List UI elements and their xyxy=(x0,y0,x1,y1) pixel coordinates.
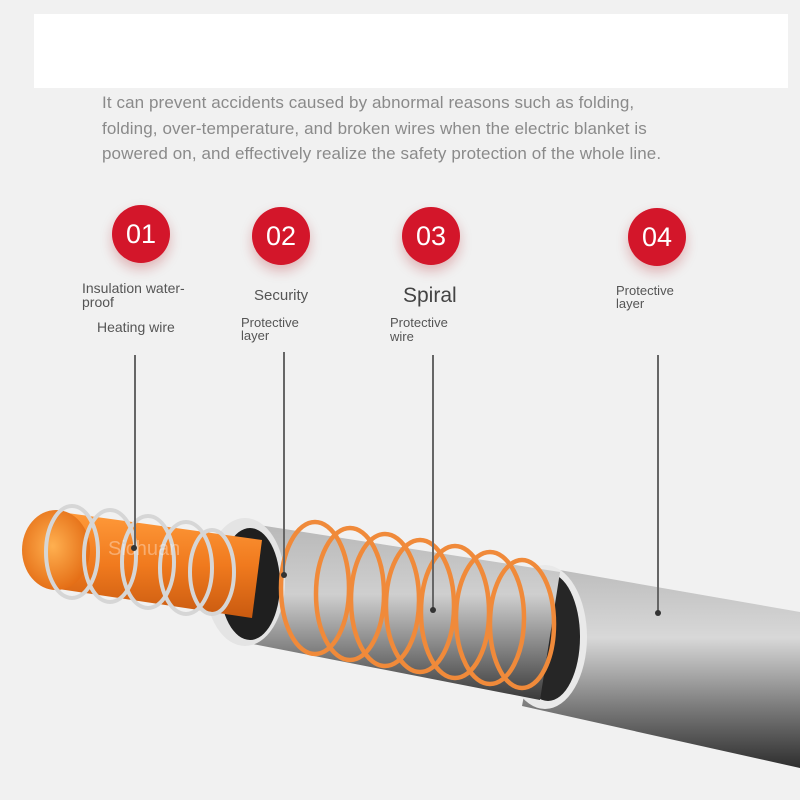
callout-01-label-line3: Heating wire xyxy=(97,319,175,335)
intro-line-3: powered on, and effectively realize the … xyxy=(102,144,662,163)
callout-04-dot xyxy=(655,610,661,616)
callout-02-dot xyxy=(281,572,287,578)
callout-03-label-line2: Protective xyxy=(390,315,448,330)
watermark-text: Sichuan xyxy=(108,538,181,560)
callout-04-leader xyxy=(657,355,659,611)
intro-line-1: It can prevent accidents caused by abnor… xyxy=(102,93,635,112)
callout-03-leader xyxy=(432,355,434,609)
callout-01-label-line2: proof xyxy=(82,294,114,310)
callout-01-label-line1: Insulation water- xyxy=(82,280,185,296)
callout-02-label-line3: layer xyxy=(241,328,270,343)
callout-01-dot xyxy=(131,545,137,551)
callout-02-leader xyxy=(283,352,285,574)
callout-02-badge: 02 xyxy=(252,207,310,265)
callout-04-badge: 04 xyxy=(628,208,686,266)
spiral-protective-wire xyxy=(278,519,557,691)
callout-04-label-line2: layer xyxy=(616,296,645,311)
callout-01-badge: 01 xyxy=(112,205,170,263)
callout-03-label-line1: Spiral xyxy=(403,284,457,307)
insulation-rings xyxy=(44,504,236,616)
callout-03-dot xyxy=(430,607,436,613)
callout-02-label-line1: Security xyxy=(254,287,309,304)
intro-line-2: folding, over-temperature, and broken wi… xyxy=(102,118,647,138)
header-banner xyxy=(34,14,788,88)
callout-03-badge: 03 xyxy=(402,207,460,265)
callout-03-label-line3: wire xyxy=(390,329,414,344)
callout-01-leader xyxy=(134,355,136,547)
callout-02-label-line2: Protective xyxy=(241,315,299,330)
callout-04-label-line1: Protective xyxy=(616,283,674,298)
intro-text: It can prevent accidents caused by abnor… xyxy=(102,90,742,167)
